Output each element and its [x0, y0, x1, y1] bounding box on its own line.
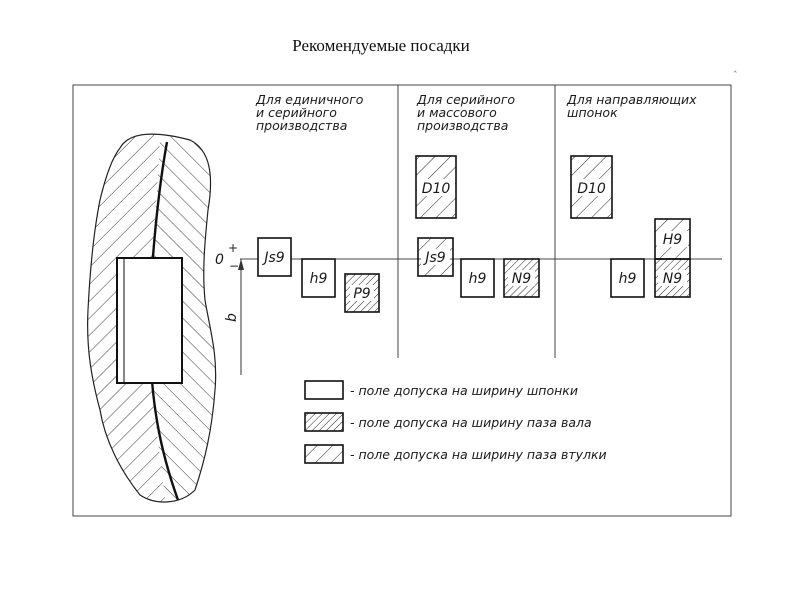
svg-text:- поле допуска на ширину паза: - поле допуска на ширину паза вала: [350, 415, 592, 430]
svg-text:N9: N9: [512, 271, 531, 287]
column-caption-1: Для единичного и серийного производства: [255, 92, 367, 133]
legend: - поле допуска на ширину шпонки - поле д…: [304, 380, 607, 464]
legend-item-key: - поле допуска на ширину шпонки: [304, 380, 578, 400]
field-p9-shaft: P9: [344, 273, 380, 313]
field-H9-hub-guide: H9: [654, 218, 691, 260]
svg-text:h9: h9: [469, 271, 487, 287]
legend-item-hub-groove: - поле допуска на ширину паза втулки: [304, 444, 607, 464]
corner-mark: ˆ: [733, 70, 738, 81]
svg-text:H9: H9: [663, 232, 683, 248]
field-js9-key: Js9: [257, 237, 292, 277]
legend-item-shaft-groove: - поле допуска на ширину паза вала: [304, 412, 592, 432]
dimension-arrow: [238, 259, 244, 375]
plus-sign: +: [228, 241, 238, 255]
svg-text:D10: D10: [422, 181, 451, 197]
svg-text:h9: h9: [310, 271, 328, 287]
field-h9-key: h9: [301, 258, 336, 298]
field-js9-hub: Js9: [417, 237, 454, 277]
svg-text:- поле допуска на ширину паза: - поле допуска на ширину паза втулки: [350, 447, 607, 462]
svg-text:N9: N9: [663, 271, 682, 287]
field-d10-hub-guide: D10: [570, 155, 613, 219]
slide-title: Рекомендуемые посадки: [292, 36, 470, 55]
svg-text:Js9: Js9: [422, 250, 445, 266]
key-section: [116, 257, 183, 384]
svg-text:P9: P9: [353, 286, 370, 302]
dimension-label: b: [224, 313, 240, 322]
svg-text:D10: D10: [577, 181, 606, 197]
svg-text:- поле допуска на ширину шпонк: - поле допуска на ширину шпонки: [350, 383, 578, 398]
minus-sign: −: [229, 259, 239, 273]
column-caption-2: Для серийного и массового производства: [416, 92, 519, 133]
zero-label: 0: [215, 252, 224, 268]
field-h9-key-guide: h9: [610, 258, 645, 298]
field-n9-shaft-guide: N9: [654, 258, 691, 298]
field-n9-shaft-serial: N9: [503, 258, 540, 298]
column-caption-3: Для направляющих шпонок: [566, 92, 701, 120]
diagram-frame: [72, 84, 732, 517]
field-h9-key-serial: h9: [460, 258, 495, 298]
svg-text:h9: h9: [619, 271, 637, 287]
field-d10-hub-serial: D10: [415, 155, 457, 219]
svg-text:Js9: Js9: [261, 250, 284, 266]
